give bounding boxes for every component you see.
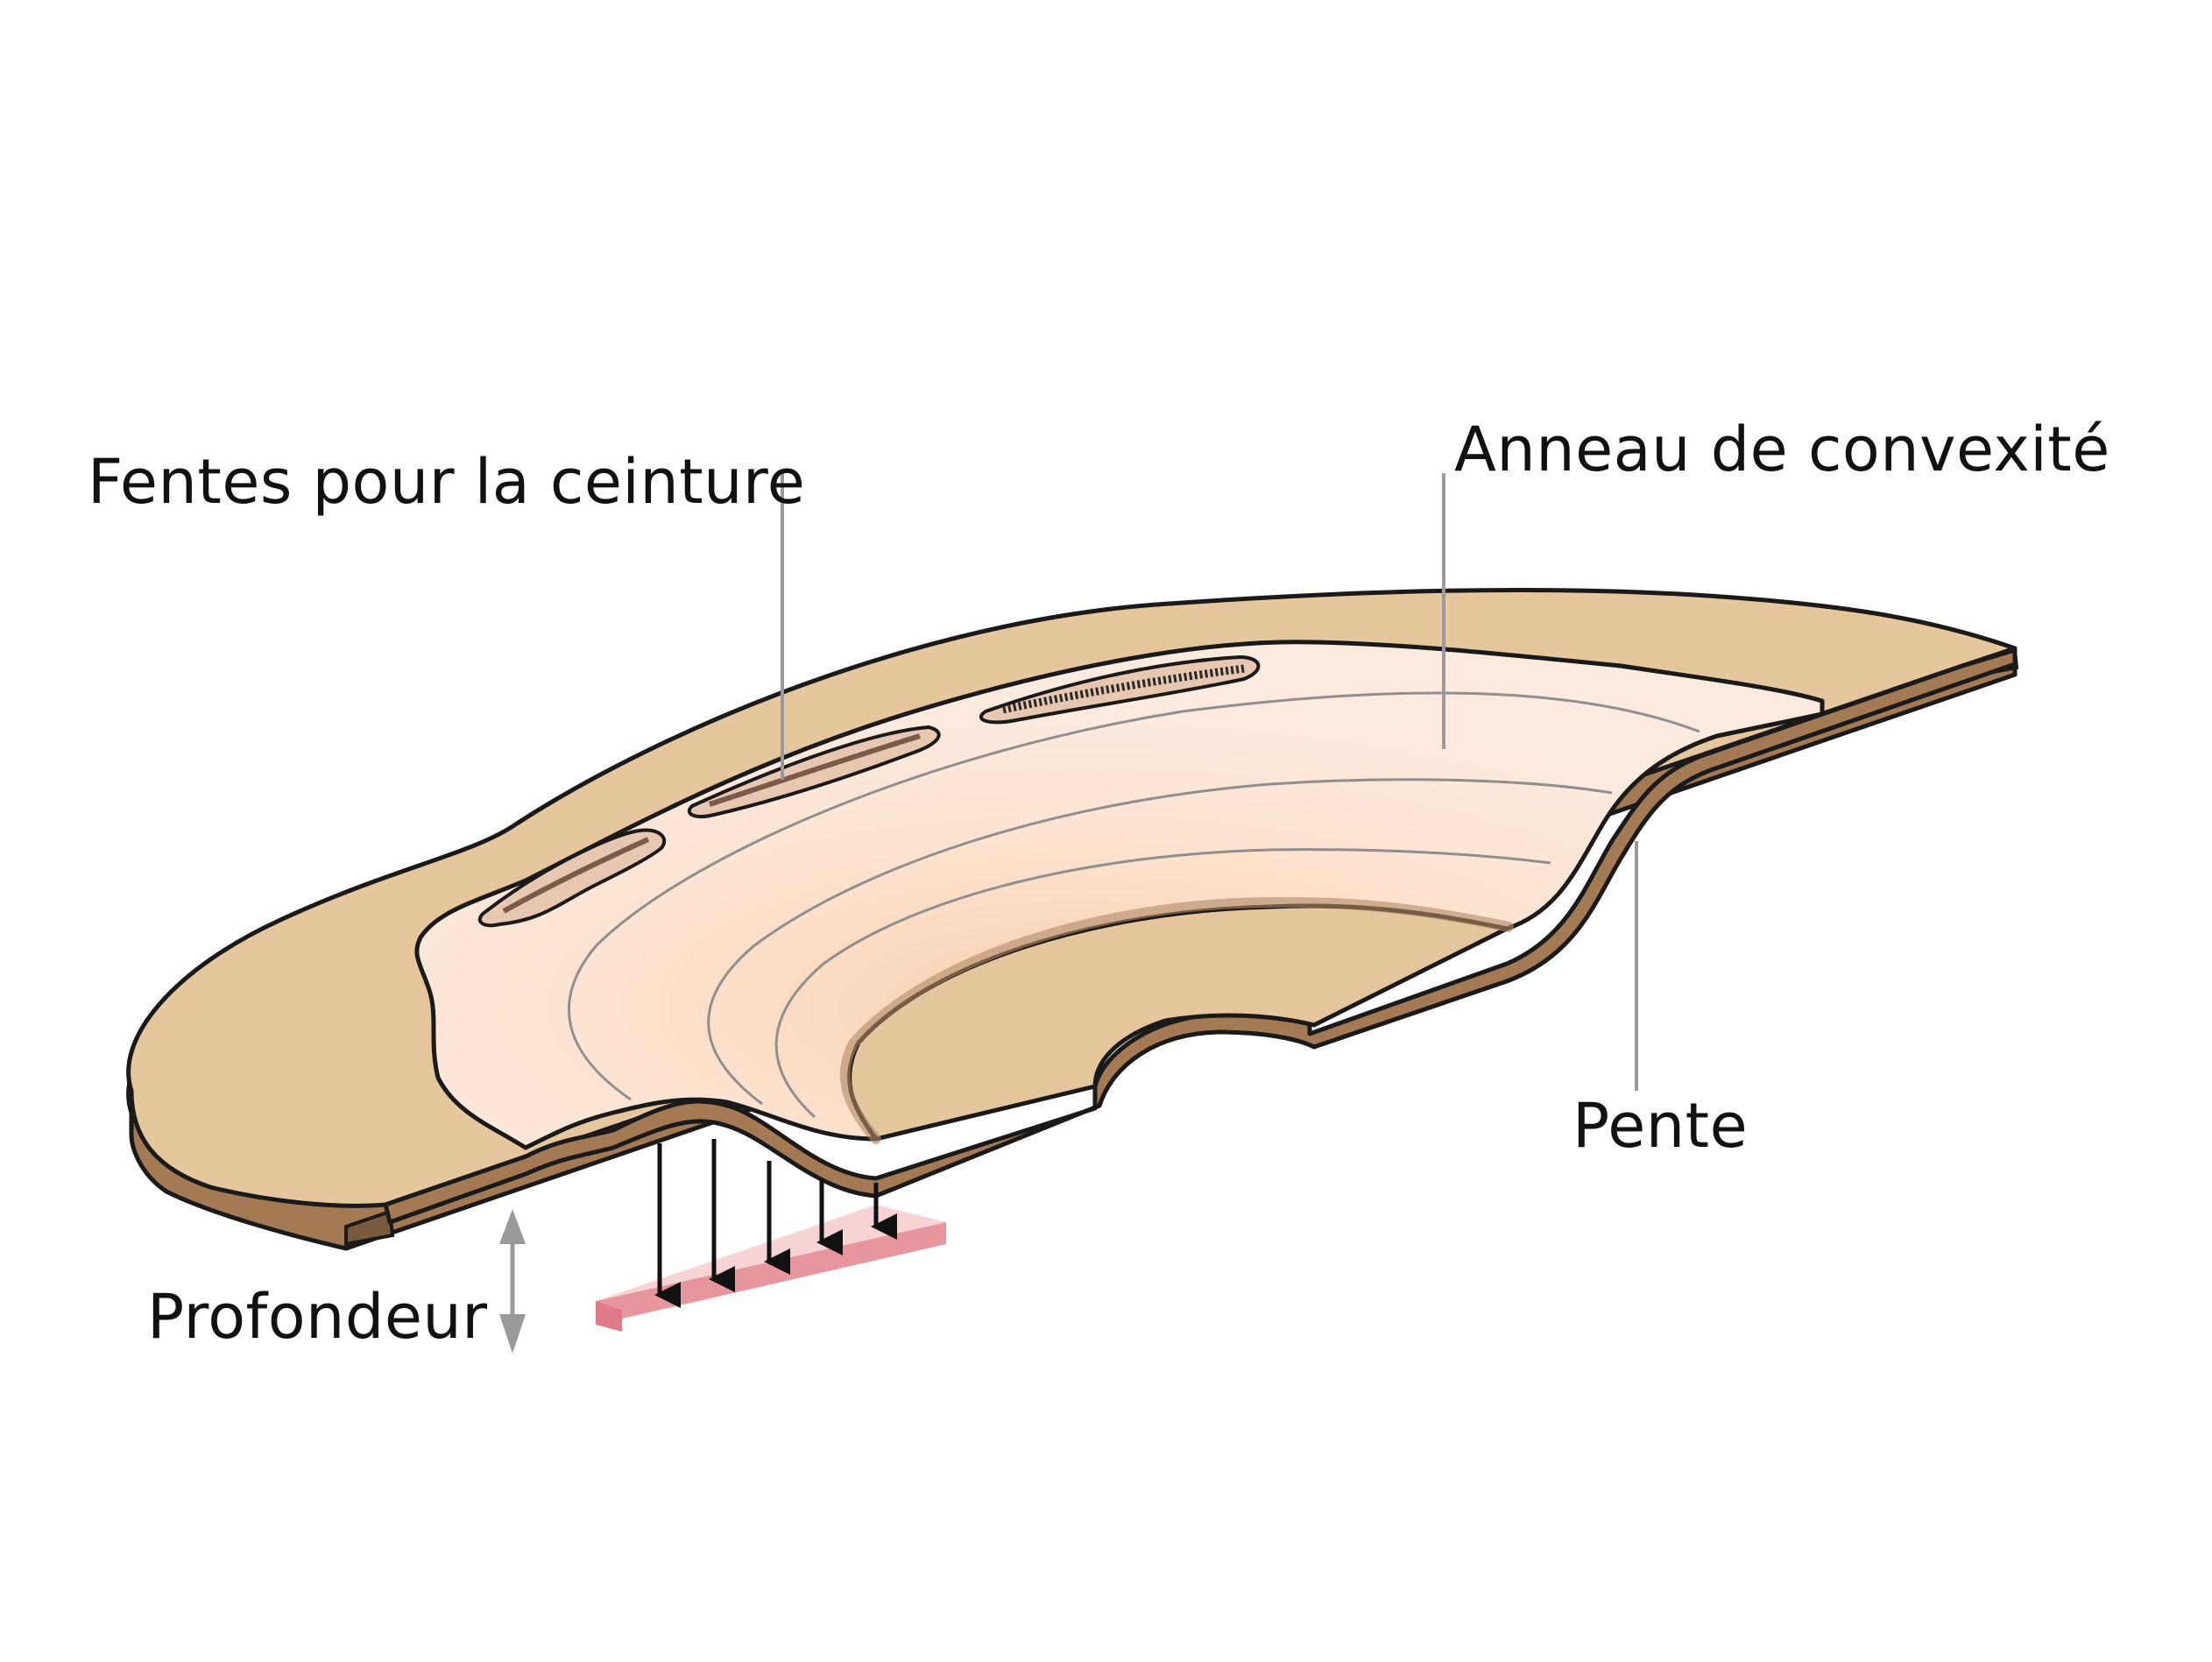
belt-slot-2	[687, 725, 941, 818]
ring-contour-lines	[568, 691, 1700, 1119]
cross-section-front	[383, 647, 2018, 1225]
depth-arrow-icon	[499, 1209, 526, 1354]
layer-notch-left	[344, 1209, 395, 1247]
label-slope: Pente	[1572, 1090, 1749, 1162]
force-arrows	[654, 1139, 897, 1308]
label-depth: Profondeur	[147, 1281, 488, 1353]
label-belt-slots: Fentes pour la ceinture	[88, 446, 806, 518]
belt-slot-1	[477, 828, 667, 928]
label-convexity-ring: Anneau de convexité	[1454, 414, 2110, 485]
convexity-ring-rim	[839, 896, 1514, 1144]
belt-slot-3	[979, 654, 1261, 725]
